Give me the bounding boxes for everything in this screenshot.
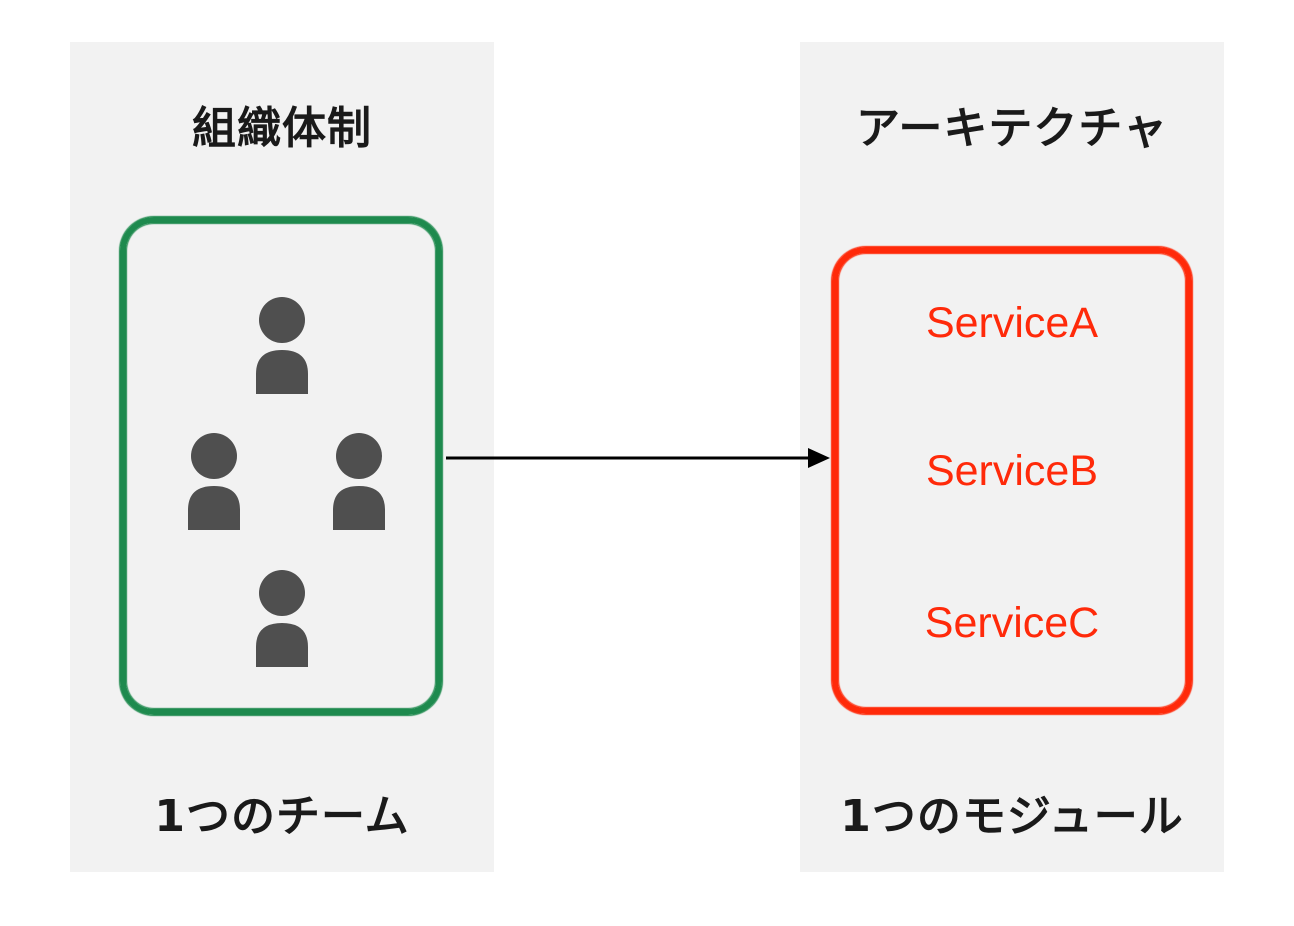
organization-panel: 組織体制 1つのチーム — [70, 42, 494, 872]
person-icon — [331, 432, 387, 530]
person-icon — [254, 296, 310, 394]
person-icon — [186, 432, 242, 530]
architecture-panel: アーキテクチャ ServiceA ServiceB ServiceC 1つのモジ… — [800, 42, 1224, 872]
organization-title: 組織体制 — [192, 103, 372, 154]
service-label-b: ServiceB — [925, 447, 1099, 495]
arrow-right-icon — [446, 440, 832, 480]
service-label-c: ServiceC — [924, 599, 1100, 647]
person-icon — [254, 569, 310, 667]
service-label-a: ServiceA — [925, 299, 1099, 347]
team-frame — [120, 217, 442, 715]
module-caption: 1つのモジュール — [840, 791, 1184, 842]
module-frame: ServiceA ServiceB ServiceC — [832, 247, 1192, 714]
team-caption: 1つのチーム — [154, 791, 410, 842]
architecture-title: アーキテクチャ — [856, 103, 1168, 154]
